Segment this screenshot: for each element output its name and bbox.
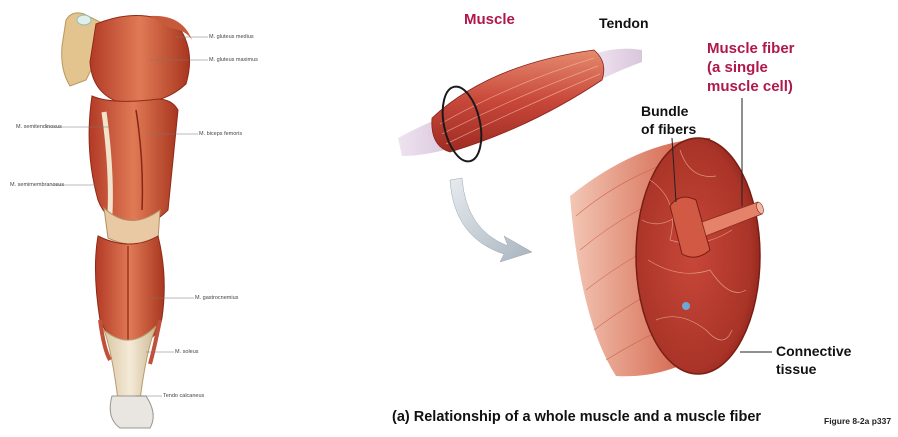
label-muscle: Muscle bbox=[464, 11, 515, 29]
label-bundle-line1: Bundle bbox=[641, 102, 688, 120]
label-biceps-femoris: M. biceps femoris bbox=[199, 131, 242, 137]
label-connective-line1: Connective bbox=[776, 342, 851, 360]
label-tendo-calcaneus: Tendo calcaneus bbox=[163, 393, 204, 399]
label-gastrocnemius: M. gastrocnemius bbox=[195, 295, 238, 301]
figure-caption: (a) Relationship of a whole muscle and a… bbox=[392, 409, 761, 425]
label-tendon: Tendon bbox=[599, 14, 649, 32]
label-muscle-fiber-line1: Muscle fiber bbox=[707, 40, 795, 58]
label-semitendinosus: M. semitendinosus bbox=[16, 124, 62, 130]
muscle-drawing bbox=[380, 0, 898, 432]
label-semimembranosus: M. semimembranosus bbox=[10, 182, 64, 188]
figure-reference: Figure 8-2a p337 bbox=[824, 416, 891, 426]
blood-vessel bbox=[682, 302, 690, 310]
label-muscle-fiber-line3: muscle cell) bbox=[707, 78, 793, 96]
zoom-arrow bbox=[450, 178, 532, 262]
posterior-leg-illustration: M. gluteus medius M. gluteus maximus M. … bbox=[0, 0, 300, 432]
heel bbox=[110, 396, 153, 428]
whole-muscle-belly bbox=[432, 50, 604, 152]
label-bundle-line2: of fibers bbox=[641, 120, 696, 138]
label-connective-line2: tissue bbox=[776, 360, 816, 378]
hip-joint bbox=[77, 15, 91, 25]
label-muscle-fiber-line2: (a single bbox=[707, 59, 768, 77]
leg-drawing bbox=[0, 0, 300, 432]
label-soleus: M. soleus bbox=[175, 349, 199, 355]
muscle-structure-diagram: Muscle Tendon Muscle fiber (a single mus… bbox=[380, 0, 898, 432]
label-gluteus-maximus: M. gluteus maximus bbox=[209, 57, 258, 63]
label-gluteus-medius: M. gluteus medius bbox=[209, 34, 254, 40]
